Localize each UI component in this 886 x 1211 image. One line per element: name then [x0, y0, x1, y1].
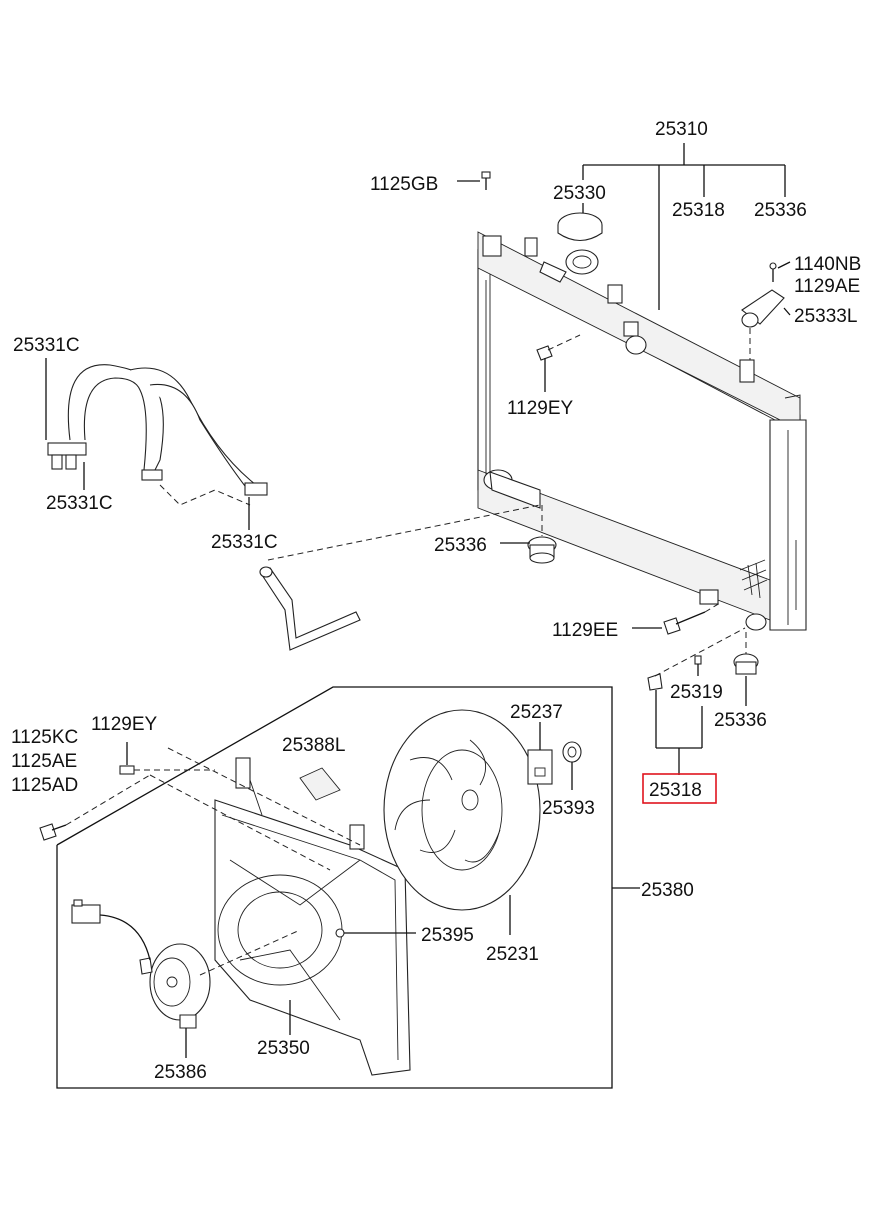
label-1140nb: 1140NB [794, 254, 861, 275]
label-1125ad: 1125AD [11, 775, 78, 796]
label-25318-box: 25318 [649, 780, 702, 801]
label-25395: 25395 [421, 925, 474, 946]
bolt-1129ey-top-icon [536, 334, 581, 392]
grommet-25336-mid [527, 505, 557, 564]
highlight-box [642, 773, 717, 804]
label-1129ae: 1129AE [794, 276, 860, 297]
bolt-1125gb-icon [457, 171, 491, 190]
bracket-25333l [741, 261, 791, 360]
leader-lines [45, 143, 786, 1058]
washer-25393 [562, 741, 582, 790]
label-25336-mid: 25336 [434, 535, 487, 556]
label-25330: 25330 [553, 183, 606, 204]
label-25318-top: 25318 [672, 200, 725, 221]
fan-motor [71, 899, 301, 1029]
label-1125gb: 1125GB [370, 174, 438, 195]
fan-shroud [214, 757, 411, 1076]
screw-25395-icon [335, 928, 416, 938]
radiator [477, 231, 807, 631]
label-1129ey-low: 1129EY [91, 714, 158, 735]
bolt-1129ee-icon [663, 602, 721, 635]
label-25386: 25386 [154, 1062, 207, 1083]
drain-plug-parts [647, 627, 759, 691]
label-25331c-c: 25331C [211, 532, 278, 553]
label-25310: 25310 [655, 119, 708, 140]
label-plate [299, 767, 341, 801]
cooling-fan [383, 709, 541, 911]
label-25393: 25393 [542, 798, 595, 819]
label-25350: 25350 [257, 1038, 310, 1059]
label-25319: 25319 [670, 682, 723, 703]
bolt-1125kc-icon [39, 774, 151, 841]
label-1129ey-top: 1129EY [507, 398, 574, 419]
hoses [47, 364, 541, 651]
label-25331c-a: 25331C [13, 335, 80, 356]
bracket-25237 [527, 722, 553, 785]
bolt-1129ey-low-icon [119, 742, 215, 775]
label-1125ae: 1125AE [11, 751, 77, 772]
fan-assembly-box [56, 686, 640, 1089]
label-1125kc: 1125KC [11, 727, 78, 748]
label-25333l: 25333L [794, 306, 857, 327]
label-25237: 25237 [510, 702, 563, 723]
label-25336-low: 25336 [714, 710, 767, 731]
label-25331c-b: 25331C [46, 493, 113, 514]
label-25336-top: 25336 [754, 200, 807, 221]
radiator-cap [557, 212, 603, 242]
label-25231: 25231 [486, 944, 539, 965]
label-1129ee: 1129EE [552, 620, 618, 641]
label-25380: 25380 [641, 880, 694, 901]
label-25388l: 25388L [282, 735, 345, 756]
